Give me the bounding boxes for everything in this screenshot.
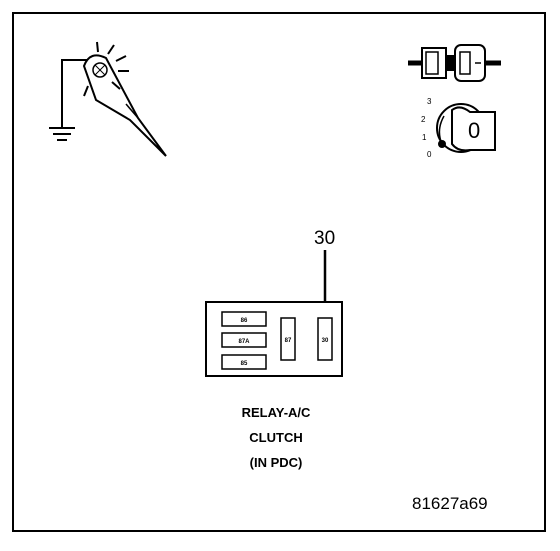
ignition-position-2: 2: [421, 115, 426, 124]
relay-terminal-87a: [221, 332, 267, 348]
border-frame: [12, 12, 546, 532]
pin-30-label: 30: [322, 338, 329, 344]
ignition-position-0: 0: [427, 150, 432, 159]
relay-a-c-clutch: 86 87A 85 87 30: [205, 301, 343, 377]
relay-terminal-86: [221, 311, 267, 327]
ignition-switch-icon: 3 2 1 0 0: [421, 97, 496, 159]
connector-icon: [408, 44, 501, 82]
relay-terminal-30: [317, 317, 333, 361]
relay-terminal-87: [280, 317, 296, 361]
ignition-position-3: 3: [427, 97, 432, 106]
relay-terminal-85: [221, 354, 267, 370]
ignition-key-symbol: 0: [468, 118, 480, 143]
pin-85-label: 85: [241, 361, 248, 367]
pin-87-label: 87: [285, 338, 292, 344]
test-light-icon: [49, 41, 167, 157]
pin-callout-label: 30: [314, 228, 335, 249]
caption-line-1: RELAY-A/C: [241, 405, 311, 420]
caption-line-3: (IN PDC): [249, 455, 303, 470]
figure-id: 81627a69: [412, 494, 488, 513]
pin-86-label: 86: [241, 318, 248, 324]
pin-87a-label: 87A: [238, 339, 250, 345]
ignition-position-1: 1: [422, 133, 427, 142]
caption-line-2: CLUTCH: [249, 430, 303, 445]
